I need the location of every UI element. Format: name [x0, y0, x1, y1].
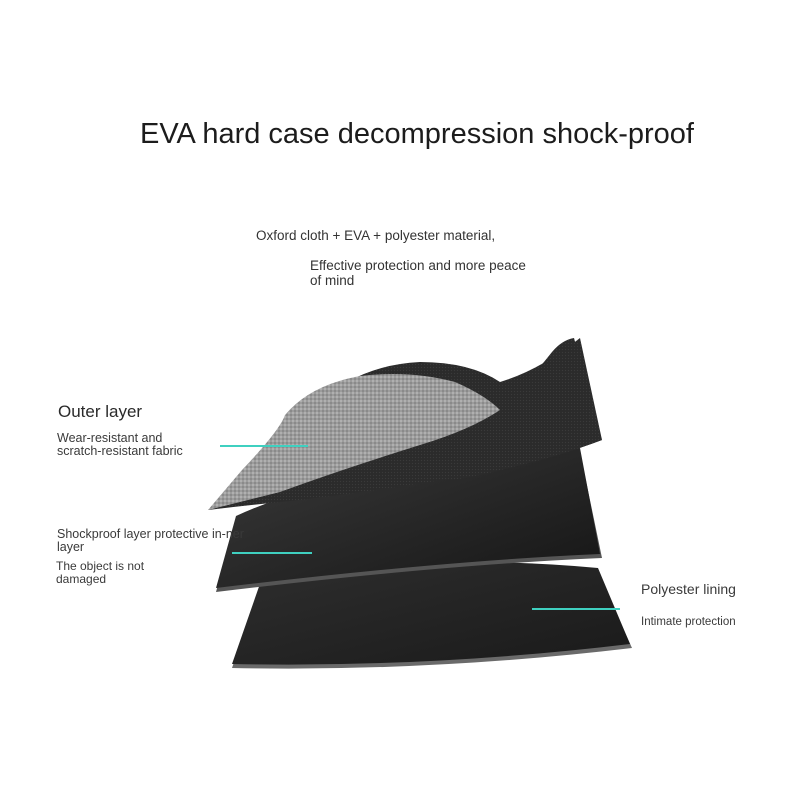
- polyester-lining-heading: Polyester lining: [641, 581, 736, 597]
- outer-layer-heading: Outer layer: [58, 402, 143, 421]
- outer-fabric-layer: [208, 338, 602, 510]
- shockproof-layer-description: The object is not damaged: [56, 559, 145, 586]
- outer-layer-description: Wear-resistant and scratch-resistant fab…: [57, 431, 183, 458]
- polyester-lining-description: Intimate protection: [641, 616, 736, 628]
- materials-subtitle: Oxford cloth + EVA + polyester material,: [256, 228, 496, 243]
- page-title: EVA hard case decompression shock-proof: [140, 118, 694, 150]
- polyester-lining-layer: [232, 561, 632, 669]
- shockproof-layer-heading: Shockproof layer protective in-ner layer: [57, 527, 244, 554]
- tagline: Effective protection and more peace of m…: [310, 258, 526, 288]
